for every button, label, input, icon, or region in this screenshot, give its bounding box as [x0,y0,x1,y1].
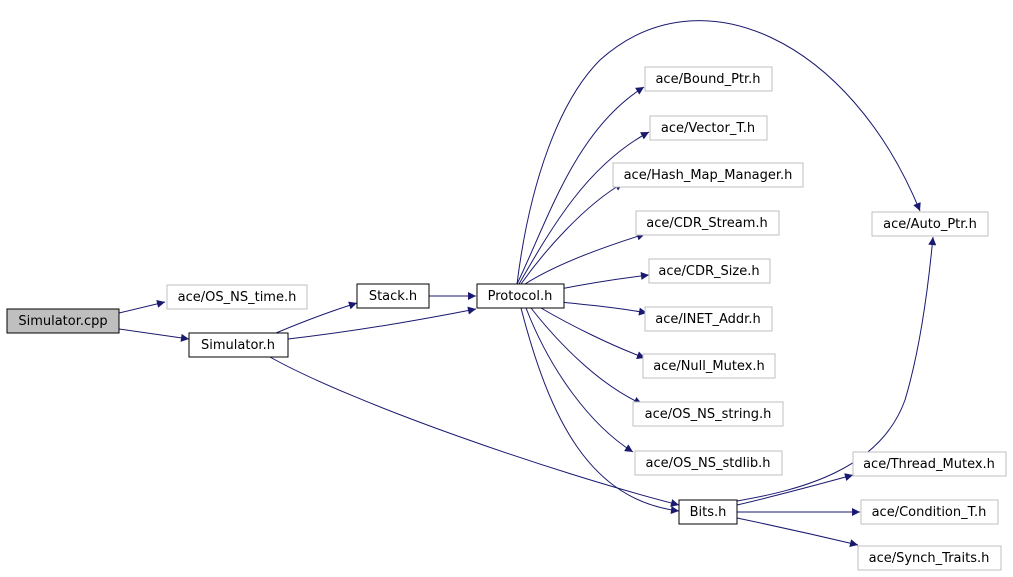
node-label: Simulator.cpp [18,314,107,329]
node-simulator-h[interactable]: Simulator.h [188,332,289,358]
node-label: ace/INET_Addr.h [655,312,760,327]
node-cdr-size[interactable]: ace/CDR_Size.h [648,258,771,284]
node-label: Bits.h [690,505,727,520]
node-label: ace/Hash_Map_Manager.h [624,168,793,183]
node-label: ace/Bound_Ptr.h [655,72,760,87]
edge-simulatorcpp-to-simulatorh [118,328,190,342]
edge-protocolh-to-bitsh [520,307,680,514]
node-label: ace/Thread_Mutex.h [863,457,995,472]
edge-simulatorh-to-stackh [275,301,358,334]
node-condition-t[interactable]: ace/Condition_T.h [860,499,999,525]
node-label: ace/Condition_T.h [872,505,987,520]
edge-protocolh-to-cdrstream [524,232,646,285]
nodes: Simulator.cpp ace/OS_NS_time.h Simulator… [6,66,1007,571]
node-label: ace/Synch_Traits.h [869,551,990,566]
node-inet-addr[interactable]: ace/INET_Addr.h [644,306,773,332]
node-bits-h[interactable]: Bits.h [678,499,738,525]
edges [118,20,937,548]
edge-protocolh-to-boundptr [516,86,645,285]
node-label: Protocol.h [488,289,553,304]
node-label: ace/OS_NS_stdlib.h [646,456,771,471]
node-os-ns-string[interactable]: ace/OS_NS_string.h [632,401,784,427]
node-label: Stack.h [369,289,417,304]
node-stack-h[interactable]: Stack.h [356,283,430,309]
edge-protocolh-to-osnsstring [530,307,643,405]
edge-bitsh-to-autoptr [736,236,937,502]
node-label: Simulator.h [201,338,275,353]
node-bound-ptr[interactable]: ace/Bound_Ptr.h [644,66,773,92]
node-label: ace/Auto_Ptr.h [883,217,977,232]
node-label: ace/Null_Mutex.h [653,359,765,374]
edge-protocolh-to-nullmutex [540,307,646,359]
node-auto-ptr[interactable]: ace/Auto_Ptr.h [871,211,989,237]
node-cdr-stream[interactable]: ace/CDR_Stream.h [635,210,780,236]
node-label: ace/CDR_Size.h [658,264,759,279]
edge-protocolh-to-autoptr [516,20,921,285]
edge-bitsh-to-threadmutex [736,473,854,506]
edge-protocolh-to-vectort [518,131,650,285]
edge-bitsh-to-synchtraits [736,517,859,548]
edge-protocolh-to-inetaddr [559,301,648,316]
edge-simulatorh-to-bitsh [269,356,680,507]
node-simulator-cpp[interactable]: Simulator.cpp [6,308,120,334]
node-protocol-h[interactable]: Protocol.h [476,283,565,309]
edge-protocolh-to-cdrsize [554,271,650,291]
node-synch-traits[interactable]: ace/Synch_Traits.h [857,545,1002,571]
edge-protocolh-to-osnsstdlib [525,307,634,453]
node-hash-map-manager[interactable]: ace/Hash_Map_Manager.h [612,162,804,188]
node-thread-mutex[interactable]: ace/Thread_Mutex.h [852,451,1007,477]
node-label: ace/OS_NS_string.h [645,407,772,422]
node-label: ace/OS_NS_time.h [178,290,297,305]
edge-simulatorh-to-protocolh [287,306,477,340]
edge-simulatorcpp-to-osnstime [118,299,166,314]
node-vector-t[interactable]: ace/Vector_T.h [649,115,768,141]
node-label: ace/CDR_Stream.h [646,216,768,231]
node-label: ace/Vector_T.h [661,121,755,136]
node-os-ns-stdlib[interactable]: ace/OS_NS_stdlib.h [634,450,783,476]
node-null-mutex[interactable]: ace/Null_Mutex.h [642,353,776,379]
node-os-ns-time[interactable]: ace/OS_NS_time.h [166,284,308,310]
edge-protocolh-to-hashmapmanager [520,182,624,285]
